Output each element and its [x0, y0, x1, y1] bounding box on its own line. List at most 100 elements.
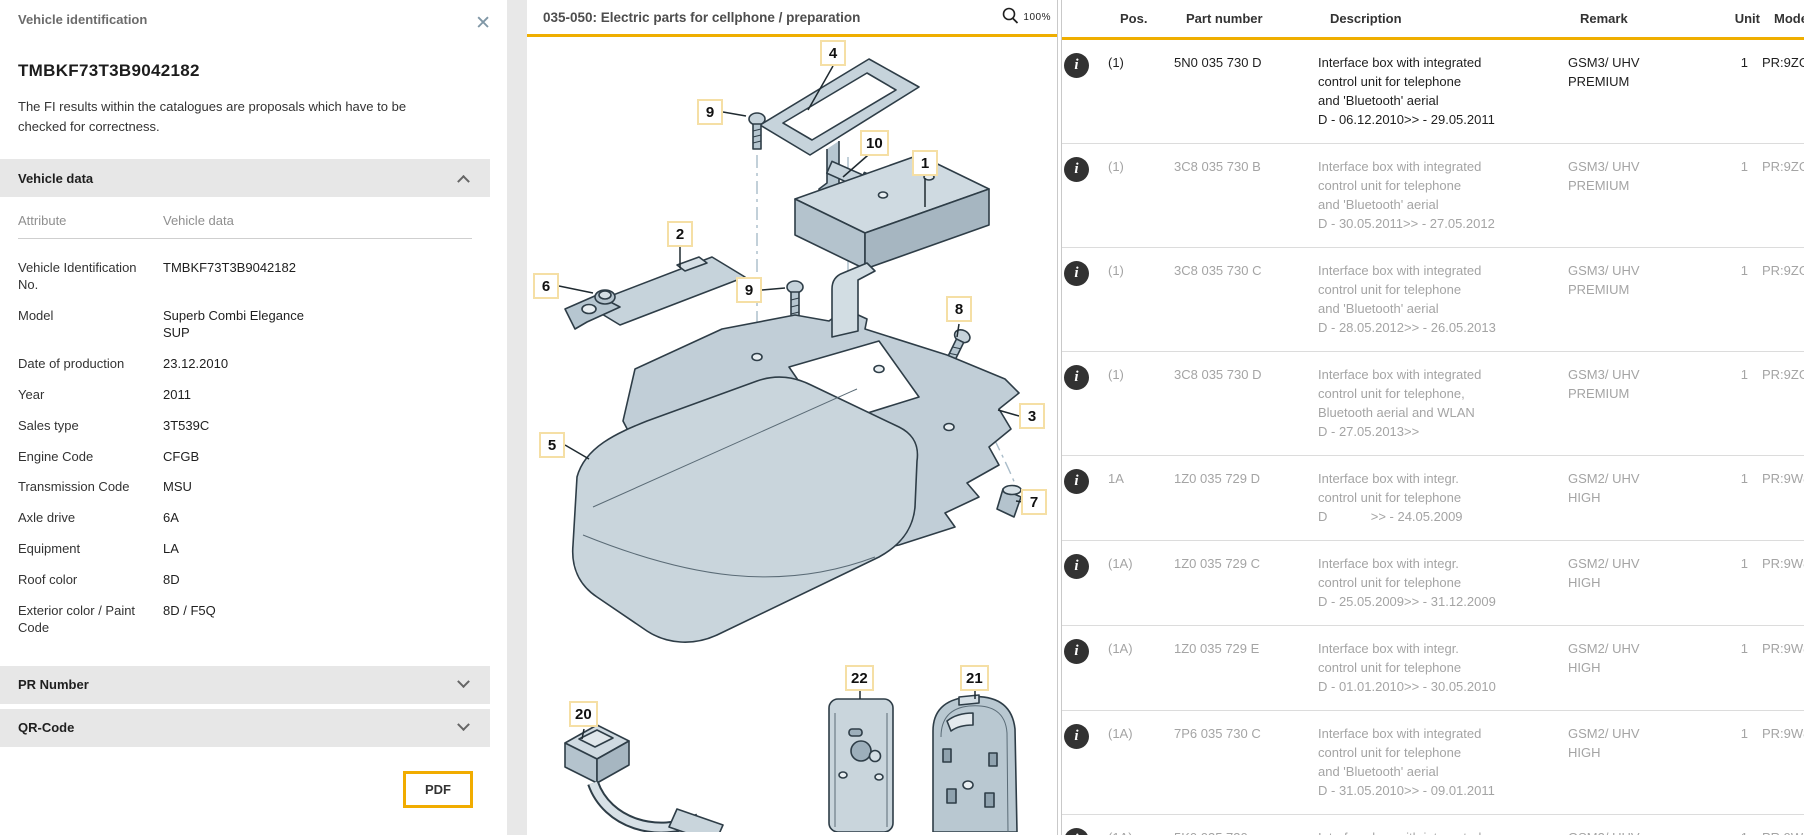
unit-cell: 1: [1740, 471, 1748, 486]
col-unit: Unit: [1734, 11, 1760, 26]
part-screw-9b[interactable]: [786, 280, 804, 320]
callout-2[interactable]: 2: [667, 221, 693, 247]
panel-divider: [1057, 0, 1062, 835]
table-row[interactable]: i (1A) 1Z0 035 729 C Interface box with …: [1062, 541, 1804, 626]
part-cradle-22[interactable]: [828, 698, 894, 833]
remark-cell: GSM2/ UHV HIGH: [1568, 828, 1716, 835]
description-cell: Interface box with integr.control unit f…: [1318, 471, 1463, 524]
unit-cell: 1: [1740, 726, 1748, 741]
unit-cell: 1: [1718, 828, 1748, 835]
table-row[interactable]: i (1A) 5K0 035 730 Interface box with in…: [1062, 815, 1804, 835]
table-row[interactable]: i (1) 3C8 035 730 D Interface box with i…: [1062, 352, 1804, 456]
parts-list-panel: Pos. Part number Description Remark Unit…: [1062, 0, 1804, 835]
diagram-panel: 035-050: Electric parts for cellphone / …: [527, 0, 1057, 835]
pos-cell: (1): [1108, 55, 1124, 70]
section-qr-code[interactable]: QR-Code: [0, 708, 490, 747]
attr-row: Transmission Code MSU: [18, 472, 472, 503]
callout-22[interactable]: 22: [845, 665, 874, 691]
info-icon[interactable]: i: [1064, 261, 1089, 286]
close-icon[interactable]: ✕: [475, 13, 491, 34]
table-row[interactable]: i (1A) 1Z0 035 729 E Interface box with …: [1062, 626, 1804, 711]
attr-row: Roof color 8D: [18, 565, 472, 596]
model-cell: PR:9ZG: [1762, 367, 1804, 382]
part-tray-5[interactable]: [571, 376, 919, 643]
callout-4[interactable]: 4: [820, 40, 846, 66]
attr-label: Equipment: [18, 541, 81, 557]
attr-value: 2011: [163, 386, 191, 402]
attr-row: Sales type 3T539C: [18, 411, 472, 442]
diagram-title: 035-050: Electric parts for cellphone / …: [543, 9, 861, 25]
col-part-number: Part number: [1186, 11, 1263, 26]
diagram-drawing: [558, 58, 1024, 835]
part-number-cell: 3C8 035 730 B: [1174, 159, 1261, 174]
chevron-up-icon: [457, 174, 470, 188]
attr-row: Vehicle Identification No. TMBKF73T3B904…: [18, 253, 472, 301]
attr-label: Date of production: [18, 355, 125, 371]
part-number-cell: 7P6 035 730 C: [1174, 726, 1261, 741]
attr-value: 23.12.2010: [163, 355, 229, 371]
part-holder-21[interactable]: [932, 694, 1018, 833]
attr-value: MSU: [163, 479, 192, 495]
info-icon[interactable]: i: [1064, 53, 1089, 78]
remark-cell: GSM2/ UHV HIGH: [1568, 641, 1640, 675]
model-cell: PR:9ZG: [1762, 263, 1804, 278]
table-row[interactable]: i (1A) 7P6 035 730 C Interface box with …: [1062, 711, 1804, 815]
attr-label: Year: [18, 386, 45, 402]
callout-10[interactable]: 10: [860, 130, 889, 156]
section-vehicle-data[interactable]: Vehicle data: [0, 159, 490, 198]
model-cell: PR:9W8: [1762, 726, 1804, 741]
info-icon[interactable]: i: [1064, 157, 1089, 182]
table-row[interactable]: i 1A 1Z0 035 729 D Interface box with in…: [1062, 456, 1804, 541]
unit-cell: 1: [1740, 159, 1748, 174]
section-pr-number[interactable]: PR Number: [0, 665, 490, 704]
part-nut-6[interactable]: [594, 289, 616, 305]
table-row[interactable]: i (1) 3C8 035 730 C Interface box with i…: [1062, 248, 1804, 352]
callout-9[interactable]: 9: [736, 277, 762, 303]
callout-1[interactable]: 1: [912, 150, 938, 176]
part-interface-box-1[interactable]: [794, 154, 990, 270]
callout-8[interactable]: 8: [946, 296, 972, 322]
callout-3[interactable]: 3: [1019, 403, 1045, 429]
col-remark: Remark: [1580, 11, 1628, 26]
callout-20[interactable]: 20: [569, 701, 598, 727]
pos-cell: (1A): [1108, 641, 1133, 656]
callout-6[interactable]: 6: [533, 273, 559, 299]
pdf-button[interactable]: PDF: [403, 771, 473, 808]
value-col-header: Vehicle data: [163, 213, 234, 229]
info-icon[interactable]: i: [1064, 554, 1089, 579]
part-screw-9[interactable]: [748, 112, 766, 150]
chevron-down-icon: [457, 675, 470, 689]
callout-21[interactable]: 21: [960, 665, 989, 691]
table-row[interactable]: i (1) 5N0 035 730 D Interface box with i…: [1062, 40, 1804, 144]
attr-row: Model Superb Combi Elegance SUP: [18, 301, 472, 349]
pos-cell: (1A): [1108, 828, 1172, 835]
info-icon[interactable]: i: [1064, 828, 1089, 835]
info-icon[interactable]: i: [1064, 469, 1089, 494]
remark-cell: GSM3/ UHV PREMIUM: [1568, 367, 1640, 401]
attr-value: 8D / F5Q: [163, 602, 216, 618]
callout-9[interactable]: 9: [697, 99, 723, 125]
info-icon[interactable]: i: [1064, 724, 1089, 749]
attr-row: Date of production 23.12.2010: [18, 349, 472, 380]
callout-7[interactable]: 7: [1021, 489, 1047, 515]
attr-row: Engine Code CFGB: [18, 442, 472, 473]
left-panel-scrollbar[interactable]: [507, 0, 527, 835]
remark-cell: GSM3/ UHV PREMIUM: [1568, 263, 1640, 297]
attr-row: Equipment LA: [18, 534, 472, 565]
attr-label: Exterior color / Paint Code: [18, 602, 136, 635]
pos-cell: (1): [1108, 367, 1124, 382]
model-cell: PR:9W8,9ZF: [1762, 556, 1804, 571]
pos-cell: (1): [1108, 159, 1124, 174]
panel-title: Vehicle identification: [18, 12, 148, 27]
table-row[interactable]: i (1) 3C8 035 730 B Interface box with i…: [1062, 144, 1804, 248]
callout-5[interactable]: 5: [539, 432, 565, 458]
zoom-control[interactable]: 100%: [1000, 6, 1051, 28]
attr-label: Sales type: [18, 417, 79, 433]
magnifier-icon: [1003, 7, 1019, 24]
remark-cell: GSM3/ UHV PREMIUM: [1568, 55, 1640, 89]
info-icon[interactable]: i: [1064, 365, 1089, 390]
part-cable-20[interactable]: [564, 724, 724, 835]
info-icon[interactable]: i: [1064, 639, 1089, 664]
